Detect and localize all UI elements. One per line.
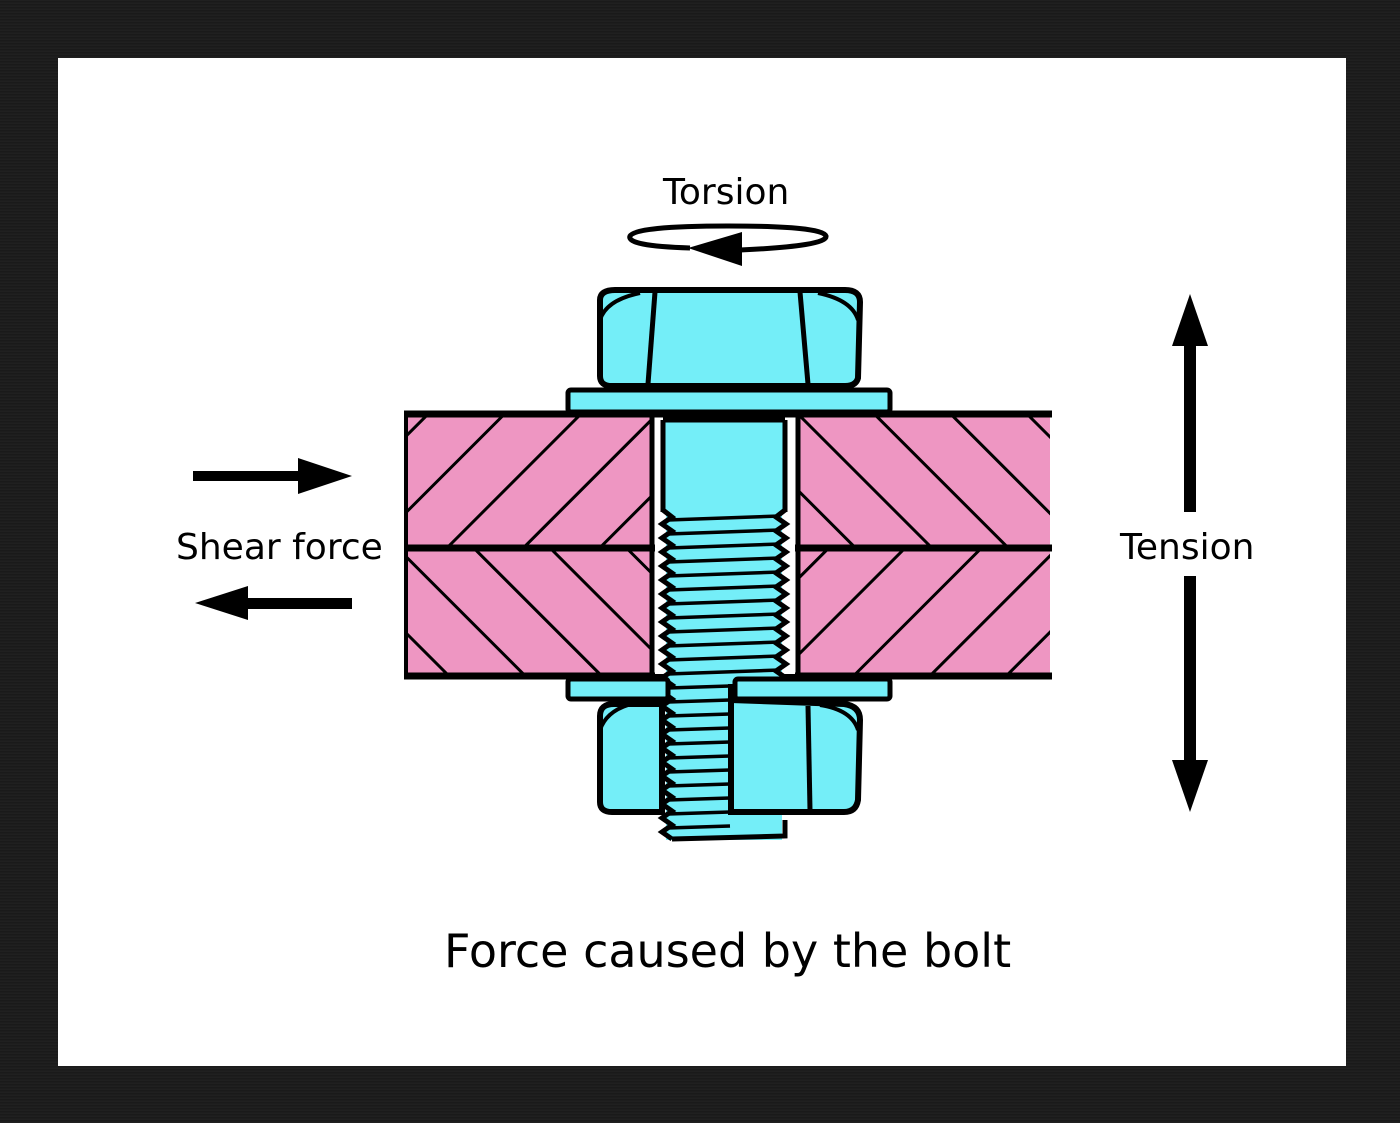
tension-label: Tension (1120, 527, 1255, 568)
lower-washer (565, 676, 893, 702)
shear-arrow-left-icon (195, 586, 352, 620)
lower-plate (406, 548, 1050, 676)
torsion-arrow-icon (627, 223, 829, 266)
upper-plate (406, 414, 1050, 548)
upper-washer (565, 387, 893, 415)
tension-arrow-down-icon (1172, 576, 1208, 812)
diagram-caption: Force caused by the bolt (444, 924, 1012, 978)
tension-arrow-up-icon (1172, 294, 1208, 512)
shear-force-label: Shear force (176, 527, 383, 568)
torsion-label: Torsion (663, 172, 790, 213)
shear-arrow-right-icon (193, 458, 352, 494)
bolt-head (597, 287, 864, 389)
nut (597, 684, 864, 815)
